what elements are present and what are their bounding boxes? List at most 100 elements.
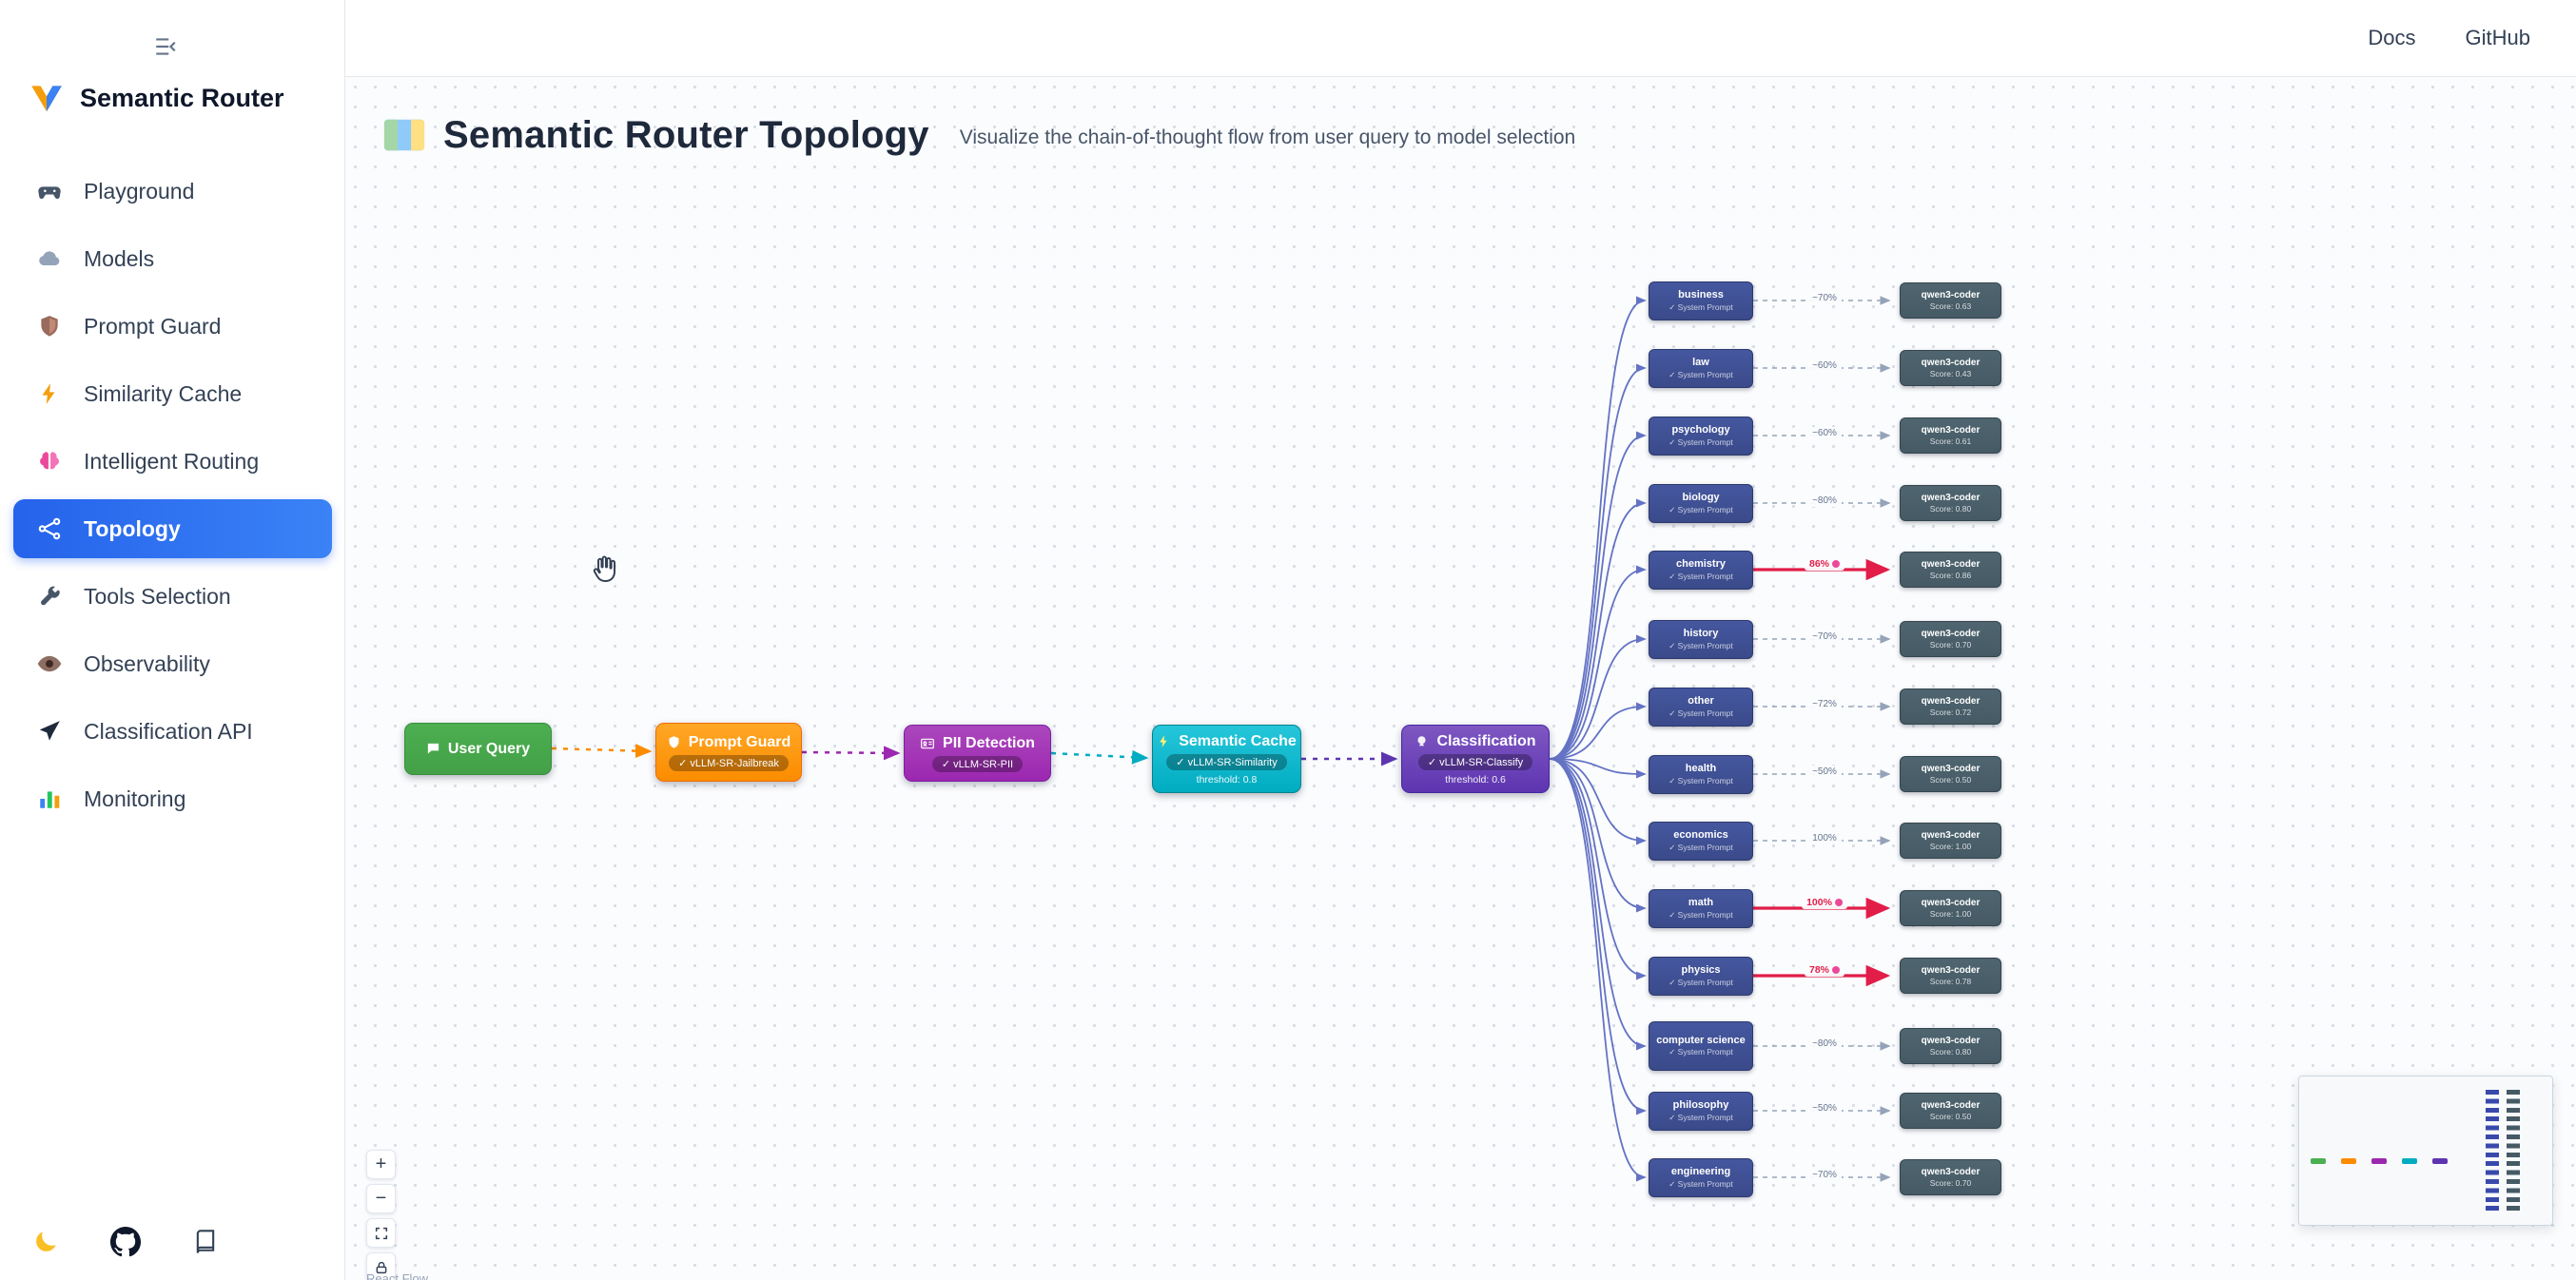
edge-label-business: ~70% xyxy=(1807,292,1842,304)
node-user-query[interactable]: User Query xyxy=(404,723,552,775)
minimap-node-cache xyxy=(2402,1158,2417,1164)
category-node-business[interactable]: business✓ System Prompt xyxy=(1649,281,1753,320)
brain-icon xyxy=(1832,560,1841,569)
controller-icon xyxy=(34,176,65,206)
category-node-engineering[interactable]: engineering✓ System Prompt xyxy=(1649,1158,1753,1197)
edge-label-computer-science: ~80% xyxy=(1807,1038,1842,1050)
wrench-icon xyxy=(34,581,65,611)
brand-name: Semantic Router xyxy=(80,83,284,112)
sidebar-item-models[interactable]: Models xyxy=(13,229,332,288)
minimap[interactable] xyxy=(2298,1076,2553,1226)
category-node-health[interactable]: health✓ System Prompt xyxy=(1649,755,1753,794)
node-prompt-guard[interactable]: Prompt Guard ✓ vLLM-SR-Jailbreak xyxy=(655,723,802,782)
book-icon xyxy=(196,1230,215,1253)
sidebar-item-topology[interactable]: Topology xyxy=(13,499,332,558)
edge-label-math: 100% xyxy=(1802,896,1847,909)
node-pii-detection[interactable]: PII Detection ✓ vLLM-SR-PII xyxy=(904,725,1051,782)
sidebar-footer xyxy=(29,1225,223,1259)
bolt-icon xyxy=(1160,735,1167,747)
brain-icon xyxy=(34,446,65,476)
lock-icon xyxy=(376,1261,386,1273)
edge-label-engineering: ~70% xyxy=(1807,1169,1842,1181)
node-badge: ✓ vLLM-SR-PII xyxy=(931,755,1024,772)
brand: Semantic Router xyxy=(29,80,284,116)
flow-canvas[interactable]: Semantic Router Topology Visualize the c… xyxy=(345,77,2576,1280)
node-title: Prompt Guard xyxy=(688,733,791,750)
edge-label-law: ~60% xyxy=(1807,359,1842,372)
node-semantic-cache[interactable]: Semantic Cache ✓ vLLM-SR-Similarity thre… xyxy=(1152,725,1301,793)
category-node-other[interactable]: other✓ System Prompt xyxy=(1649,688,1753,727)
category-node-physics[interactable]: physics✓ System Prompt xyxy=(1649,957,1753,996)
page-title: Semantic Router Topology xyxy=(443,113,929,156)
minimap-node-pii xyxy=(2371,1158,2387,1164)
node-badge: ✓ vLLM-SR-Classify xyxy=(1417,753,1533,770)
minimap-node-prompt-guard xyxy=(2341,1158,2356,1164)
page-header: Semantic Router Topology Visualize the c… xyxy=(382,113,1575,157)
minimap-node-classification xyxy=(2432,1158,2448,1164)
sidebar-item-monitoring[interactable]: Monitoring xyxy=(13,769,332,828)
github-button[interactable] xyxy=(108,1225,143,1259)
category-node-law[interactable]: law✓ System Prompt xyxy=(1649,349,1753,388)
minimap-node-user-query xyxy=(2311,1158,2326,1164)
docs-book-button[interactable] xyxy=(188,1225,223,1259)
node-meta: threshold: 0.6 xyxy=(1445,773,1506,785)
category-node-history[interactable]: history✓ System Prompt xyxy=(1649,620,1753,659)
sidebar-item-classification-api[interactable]: Classification API xyxy=(13,702,332,761)
category-node-chemistry[interactable]: chemistry✓ System Prompt xyxy=(1649,551,1753,590)
category-node-economics[interactable]: economics✓ System Prompt xyxy=(1649,822,1753,861)
docs-link[interactable]: Docs xyxy=(2368,26,2416,49)
bolt-icon xyxy=(34,378,65,409)
grab-cursor-icon xyxy=(588,553,620,590)
edge-label-health: ~50% xyxy=(1807,766,1842,778)
sidebar-item-similarity-cache[interactable]: Similarity Cache xyxy=(13,364,332,423)
sidebar-collapse-button[interactable] xyxy=(145,29,186,65)
id-card-icon xyxy=(921,738,934,748)
github-link[interactable]: GitHub xyxy=(2465,26,2530,49)
node-badge: ✓ vLLM-SR-Similarity xyxy=(1166,753,1287,770)
topology-icon xyxy=(34,514,65,544)
brain-icon xyxy=(1832,966,1841,975)
category-node-computer-science[interactable]: computer science✓ System Prompt xyxy=(1649,1021,1753,1071)
category-node-philosophy[interactable]: philosophy✓ System Prompt xyxy=(1649,1092,1753,1131)
edge-label-history: ~70% xyxy=(1807,630,1842,643)
eye-icon xyxy=(34,649,65,679)
sidebar-item-intelligent-routing[interactable]: Intelligent Routing xyxy=(13,432,332,491)
sidebar-item-tools-selection[interactable]: Tools Selection xyxy=(13,567,332,626)
zoom-in-button[interactable]: + xyxy=(366,1150,396,1179)
zoom-out-button[interactable]: − xyxy=(366,1184,396,1213)
category-node-math[interactable]: math✓ System Prompt xyxy=(1649,889,1753,928)
sidebar-item-observability[interactable]: Observability xyxy=(13,634,332,693)
fit-view-button[interactable] xyxy=(366,1218,396,1248)
edge-label-chemistry: 86% xyxy=(1804,557,1845,571)
minimap-model-column xyxy=(2507,1090,2520,1214)
lock-button[interactable] xyxy=(366,1252,396,1280)
category-node-psychology[interactable]: psychology✓ System Prompt xyxy=(1649,417,1753,456)
sidebar-item-prompt-guard[interactable]: Prompt Guard xyxy=(13,297,332,356)
category-node-biology[interactable]: biology✓ System Prompt xyxy=(1649,484,1753,523)
topbar: Docs GitHub xyxy=(345,0,2576,77)
bar-chart-icon xyxy=(34,784,65,814)
edge-label-psychology: ~60% xyxy=(1807,427,1842,439)
sidebar-item-playground[interactable]: Playground xyxy=(13,162,332,221)
moon-icon xyxy=(36,1232,56,1251)
theme-toggle-button[interactable] xyxy=(29,1225,63,1259)
node-title: Semantic Cache xyxy=(1179,732,1297,749)
node-badge: ✓ vLLM-SR-Jailbreak xyxy=(669,754,789,771)
node-title: Classification xyxy=(1436,732,1536,749)
node-classification[interactable]: Classification ✓ vLLM-SR-Classify thresh… xyxy=(1401,725,1550,793)
